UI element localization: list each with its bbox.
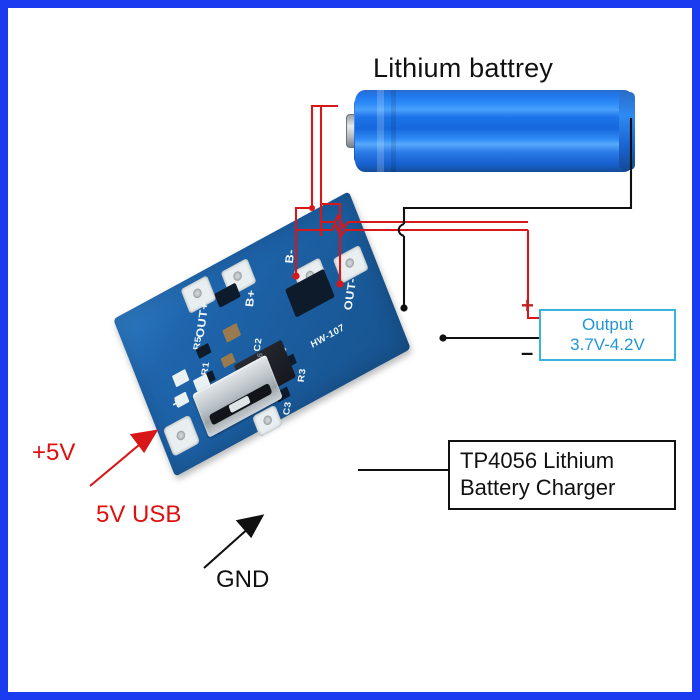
wire-hop-black bbox=[397, 222, 405, 238]
output-label-line2: 3.7V-4.2V bbox=[570, 335, 645, 354]
caption-line1: TP4056 Lithium bbox=[460, 448, 615, 474]
wiring-overlay bbox=[89, 104, 633, 569]
wire-red-horizontal bbox=[296, 221, 528, 239]
tp4056-caption-box: TP4056 Lithium Battery Charger bbox=[448, 440, 676, 510]
lithium-battery-illustration bbox=[346, 90, 635, 172]
output-plus-sign: + bbox=[521, 293, 534, 318]
gnd-label: GND bbox=[216, 566, 270, 593]
junction-out-minus bbox=[439, 334, 447, 342]
output-voltage-box: Output 3.7V-4.2V bbox=[539, 309, 676, 361]
output-minus-sign: – bbox=[521, 340, 534, 365]
junction-b-minus bbox=[400, 304, 408, 312]
wire-output-positive bbox=[526, 230, 539, 320]
junction-out-plus bbox=[292, 272, 300, 280]
wire-battery-positive bbox=[319, 104, 528, 236]
wire-battery-pos-down bbox=[294, 104, 338, 230]
caption-line2: Battery Charger bbox=[460, 475, 616, 500]
plus5v-label: +5V bbox=[32, 439, 76, 466]
output-label-line1: Output bbox=[581, 314, 634, 334]
junction-b-plus bbox=[336, 280, 344, 288]
battery-highlight-ring-2 bbox=[391, 90, 396, 172]
battery-body bbox=[355, 90, 634, 172]
gnd-arrow bbox=[203, 514, 265, 569]
battery-title-label: Lithium battrey bbox=[373, 53, 554, 83]
usb5v-label: 5V USB bbox=[96, 501, 182, 528]
junction-red-tee bbox=[309, 205, 315, 211]
battery-highlight-ring-1 bbox=[377, 90, 384, 172]
wire-battery-negative bbox=[402, 118, 633, 308]
plus5v-arrow bbox=[89, 429, 159, 487]
